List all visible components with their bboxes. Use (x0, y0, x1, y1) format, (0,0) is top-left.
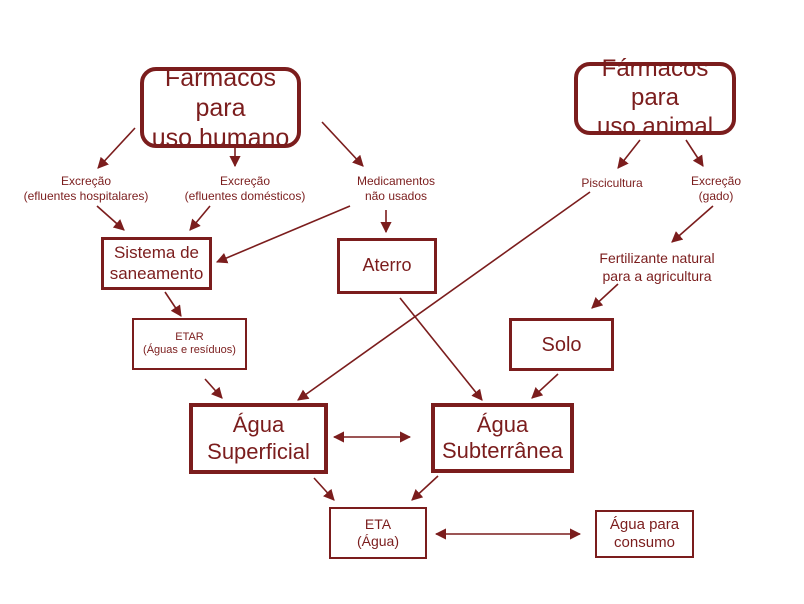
arrow-etar-to-superficial (204, 378, 223, 399)
node-farmacos-animal-label: Fármacos para uso animal (596, 55, 714, 140)
arrow-domesticos-to-sistema (189, 205, 211, 231)
node-aterro-label: Aterro (362, 255, 412, 276)
node-sistema-saneamento: Sistema de saneamento (101, 237, 212, 290)
node-sistema-saneamento-label: Sistema de saneamento (109, 243, 204, 283)
arrow-animal-to-piscicultura (617, 139, 641, 169)
node-aterro: Aterro (337, 238, 437, 294)
node-agua-superficial-label: Água Superficial (207, 412, 310, 464)
node-eta-label: ETA (Água) (356, 516, 400, 549)
node-agua-consumo: Água para consumo (595, 510, 694, 558)
arrow-gado-to-fertilizante (671, 205, 714, 243)
label-medicamentos-nao-usados: Medicamentos não usados (356, 174, 436, 203)
node-eta: ETA (Água) (329, 507, 427, 559)
arrow-hospitalares-to-sistema (96, 205, 125, 231)
label-fertilizante-natural: Fertilizante natural para a agricultura (599, 250, 715, 284)
arrow-medicamentos-to-sistema (215, 205, 351, 264)
node-agua-subterranea: Água Subterrânea (431, 403, 574, 473)
arrow-aterro-to-subterranea (399, 297, 483, 401)
node-farmacos-humano-label: Fármacos para uso humano (151, 63, 290, 152)
node-agua-subterranea-label: Água Subterrânea (441, 411, 564, 463)
arrow-humano-to-hospitalares (97, 127, 136, 169)
node-etar-label: ETAR (Águas e resíduos) (143, 330, 236, 356)
label-excrecao-hospitalares: Excreção (efluentes hospitalares) (23, 174, 149, 203)
arrow-animal-to-gado (685, 139, 704, 167)
arrow-solo-to-subterranea (531, 373, 559, 399)
arrow-humano-to-medicamentos (321, 121, 364, 167)
label-excrecao-gado: Excreção (gado) (690, 174, 742, 203)
node-solo-label: Solo (541, 333, 582, 356)
node-farmacos-animal: Fármacos para uso animal (574, 55, 736, 140)
node-etar: ETAR (Águas e resíduos) (132, 318, 247, 370)
label-excrecao-domesticos: Excreção (efluentes domésticos) (184, 174, 306, 203)
arrow-fertilizante-to-solo (591, 283, 619, 309)
arrow-sistema-to-etar (164, 291, 182, 317)
arrow-superficial-to-eta (313, 477, 335, 501)
arrow-piscicultura-to-superficial (297, 191, 591, 401)
node-solo: Solo (509, 318, 614, 371)
label-piscicultura: Piscicultura (581, 176, 643, 190)
arrow-subterranea-to-eta (411, 475, 439, 501)
node-agua-consumo-label: Água para consumo (609, 516, 680, 551)
node-farmacos-humano: Fármacos para uso humano (140, 64, 301, 152)
node-agua-superficial: Água Superficial (189, 403, 328, 474)
